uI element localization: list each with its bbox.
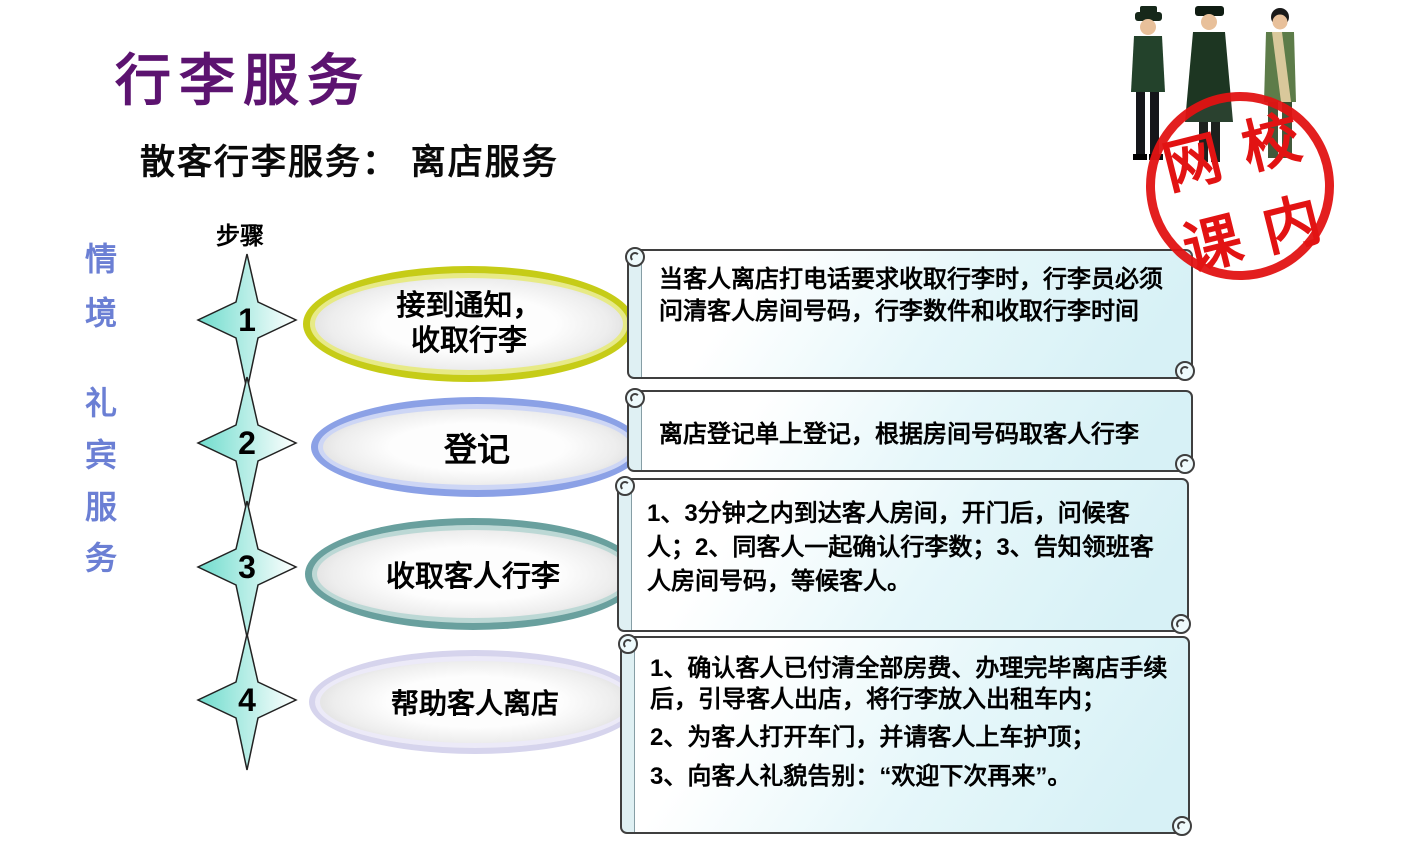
scroll-curl-icon <box>1175 454 1195 474</box>
scroll-curl-icon <box>1171 614 1191 634</box>
bellhops-image <box>1112 4 1312 174</box>
side-label-context: 情境 <box>84 241 117 332</box>
step-ellipse-help-departure: 帮助客人离店 <box>309 650 641 754</box>
bellhop-figures-icon <box>1131 6 1296 162</box>
step-ellipse-register: 登记 <box>311 397 643 497</box>
step-description-scroll-2: 离店登记单上登记，根据房间号码取客人行李 <box>625 388 1195 474</box>
ellipse-label-line: 登记 <box>444 431 510 468</box>
step-number: 3 <box>238 549 256 585</box>
step-star-3: 3 <box>196 499 298 639</box>
ellipse-label-line: 收取行李 <box>410 325 527 357</box>
step-ellipse-receive-notice: 接到通知， 收取行李 <box>303 266 635 382</box>
stamp-char: 内 <box>1255 186 1328 264</box>
scroll-curl-icon <box>615 476 635 496</box>
description-paragraph: 1、确认客人已付清全部房费、办理完毕离店手续后，引导客人出店，将行李放入出租车内… <box>650 655 1168 714</box>
step-number: 4 <box>238 682 256 718</box>
scroll-curl-icon <box>625 247 645 267</box>
step-description-scroll-3: 1、3分钟之内到达客人房间，开门后，问候客人；2、同客人一起确认行李数；3、告知… <box>615 476 1191 634</box>
step-number: 1 <box>238 302 256 338</box>
steps-header: 步骤 <box>216 223 264 250</box>
step-description-text: 离店登记单上登记，根据房间号码取客人行李 <box>659 420 1139 448</box>
step-star-1: 1 <box>196 252 298 392</box>
ellipse-label-line: 收取客人行李 <box>385 561 560 593</box>
ellipse-label-line: 帮助客人离店 <box>390 688 559 719</box>
stamp-char: 网 <box>1156 124 1229 202</box>
step-ellipse-collect-luggage: 收取客人行李 <box>305 518 641 630</box>
description-paragraph: 3、向客人礼貌告别：“欢迎下次再来”。 <box>650 762 1072 790</box>
ellipse-label-line: 接到通知， <box>396 289 542 322</box>
step-description-scroll-4: 1、确认客人已付清全部房费、办理完毕离店手续后，引导客人出店，将行李放入出租车内… <box>618 634 1192 836</box>
step-description-text: 当客人离店打电话要求收取行李时，行李员必须问清客人房间号码，行李数件和收取行李时… <box>659 266 1163 326</box>
step-description-text: 1、确认客人已付清全部房费、办理完毕离店手续后，引导客人出店，将行李放入出租车内… <box>622 638 1188 803</box>
step-star-4: 4 <box>196 632 298 772</box>
step-description-text: 1、3分钟之内到达客人房间，开门后，问候客人；2、同客人一起确认行李数；3、告知… <box>647 500 1154 596</box>
step-star-2: 2 <box>196 375 298 515</box>
scroll-curl-icon <box>1175 361 1195 381</box>
step-description-scroll-1: 当客人离店打电话要求收取行李时，行李员必须问清客人房间号码，行李数件和收取行李时… <box>625 247 1195 381</box>
scroll-curl-icon <box>1172 816 1192 836</box>
scroll-curl-icon <box>618 634 638 654</box>
scroll-curl-icon <box>625 388 645 408</box>
description-paragraph: 2、为客人打开车门，并请客人上车护顶； <box>650 724 1096 752</box>
star-icon <box>196 633 298 771</box>
step-number: 2 <box>238 425 256 461</box>
page-title: 行李服务 <box>115 49 371 112</box>
side-label-concierge-service: 礼宾服务 <box>84 385 117 577</box>
page-subtitle: 散客行李服务： 离店服务 <box>140 143 559 182</box>
